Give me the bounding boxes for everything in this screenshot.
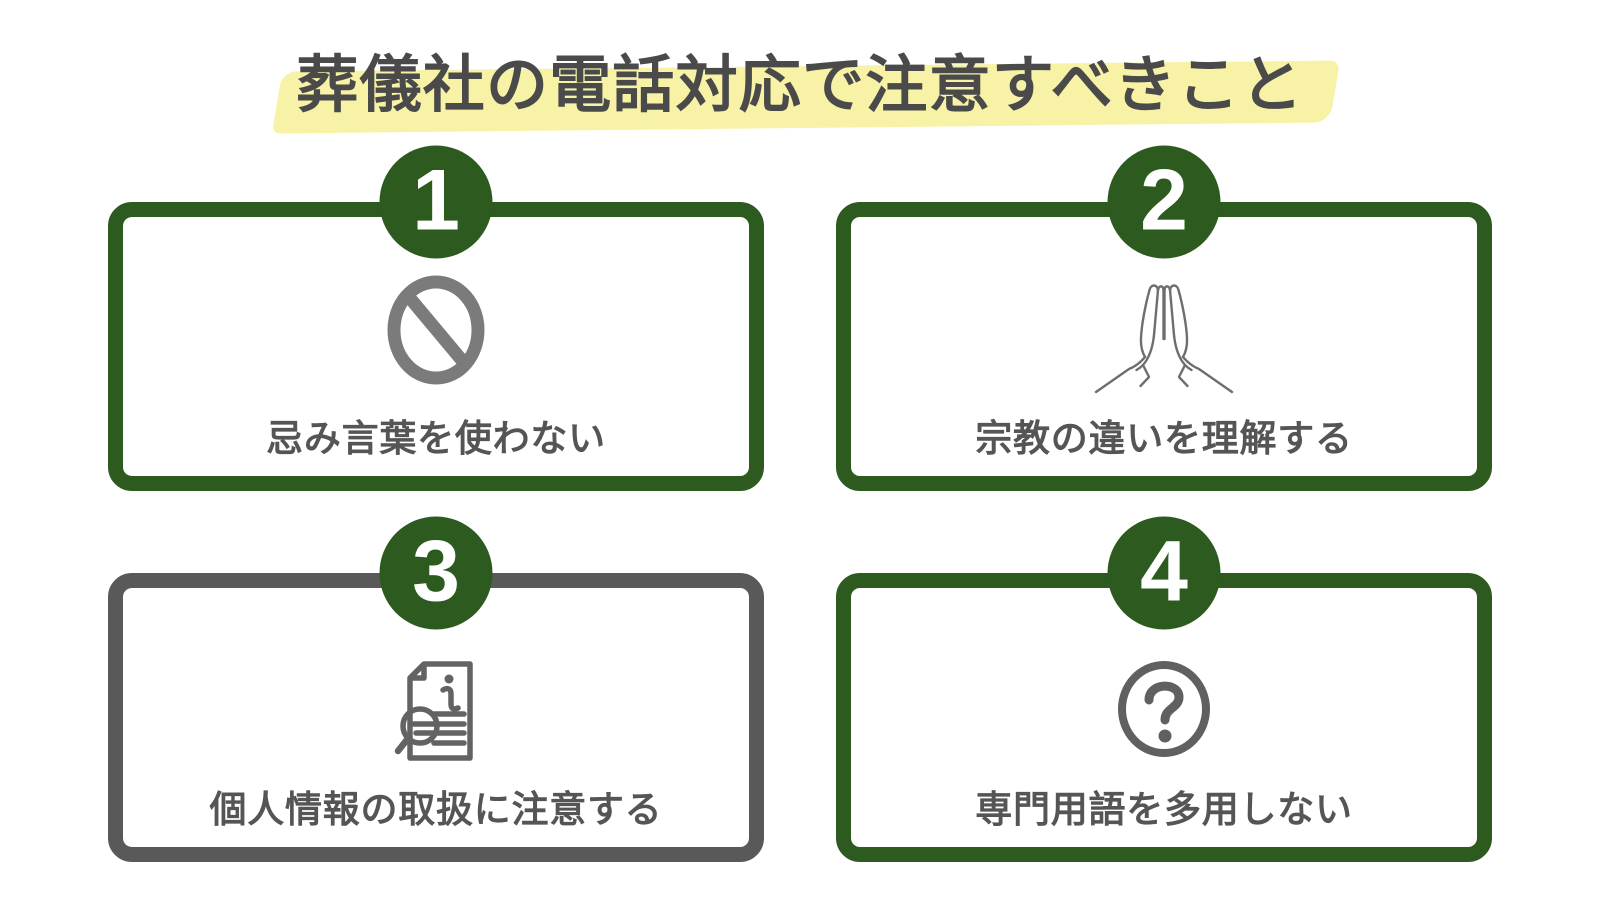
card-label: 専門用語を多用しない (975, 789, 1353, 830)
card-number-badge: 3 (379, 516, 493, 630)
card-no-taboo-words: 1 忌み言葉を使わない (108, 145, 764, 491)
card-number-badge: 2 (1107, 145, 1221, 259)
card-icon-area (123, 217, 749, 387)
title-area: 葬儀社の電話対応で注意すべきこと (0, 51, 1600, 134)
card-icon-area (123, 588, 749, 762)
page-title-text: 葬儀社の電話対応で注意すべきこと (296, 51, 1304, 120)
card-personal-info-care: 3 個人情報の取扱に注意する (108, 516, 764, 862)
card-number-badge: 4 (1107, 516, 1221, 630)
prohibition-icon (387, 275, 485, 385)
card-avoid-jargon: 4 専門用語を多用しない (836, 516, 1492, 862)
card-icon-area (851, 217, 1477, 399)
page-title: 葬儀社の電話対応で注意すべきこと (272, 51, 1340, 134)
question-mark-icon (1118, 661, 1210, 757)
card-label: 忌み言葉を使わない (266, 418, 606, 459)
card-number-badge: 1 (379, 145, 493, 259)
praying-hands-icon (1094, 284, 1234, 394)
card-understand-religions: 2 宗教の違いを理解する (836, 145, 1492, 491)
card-label: 個人情報の取扱に注意する (209, 789, 663, 830)
card-label: 宗教の違いを理解する (975, 418, 1353, 459)
document-info-search-icon (394, 661, 473, 761)
card-icon-area (851, 588, 1477, 758)
